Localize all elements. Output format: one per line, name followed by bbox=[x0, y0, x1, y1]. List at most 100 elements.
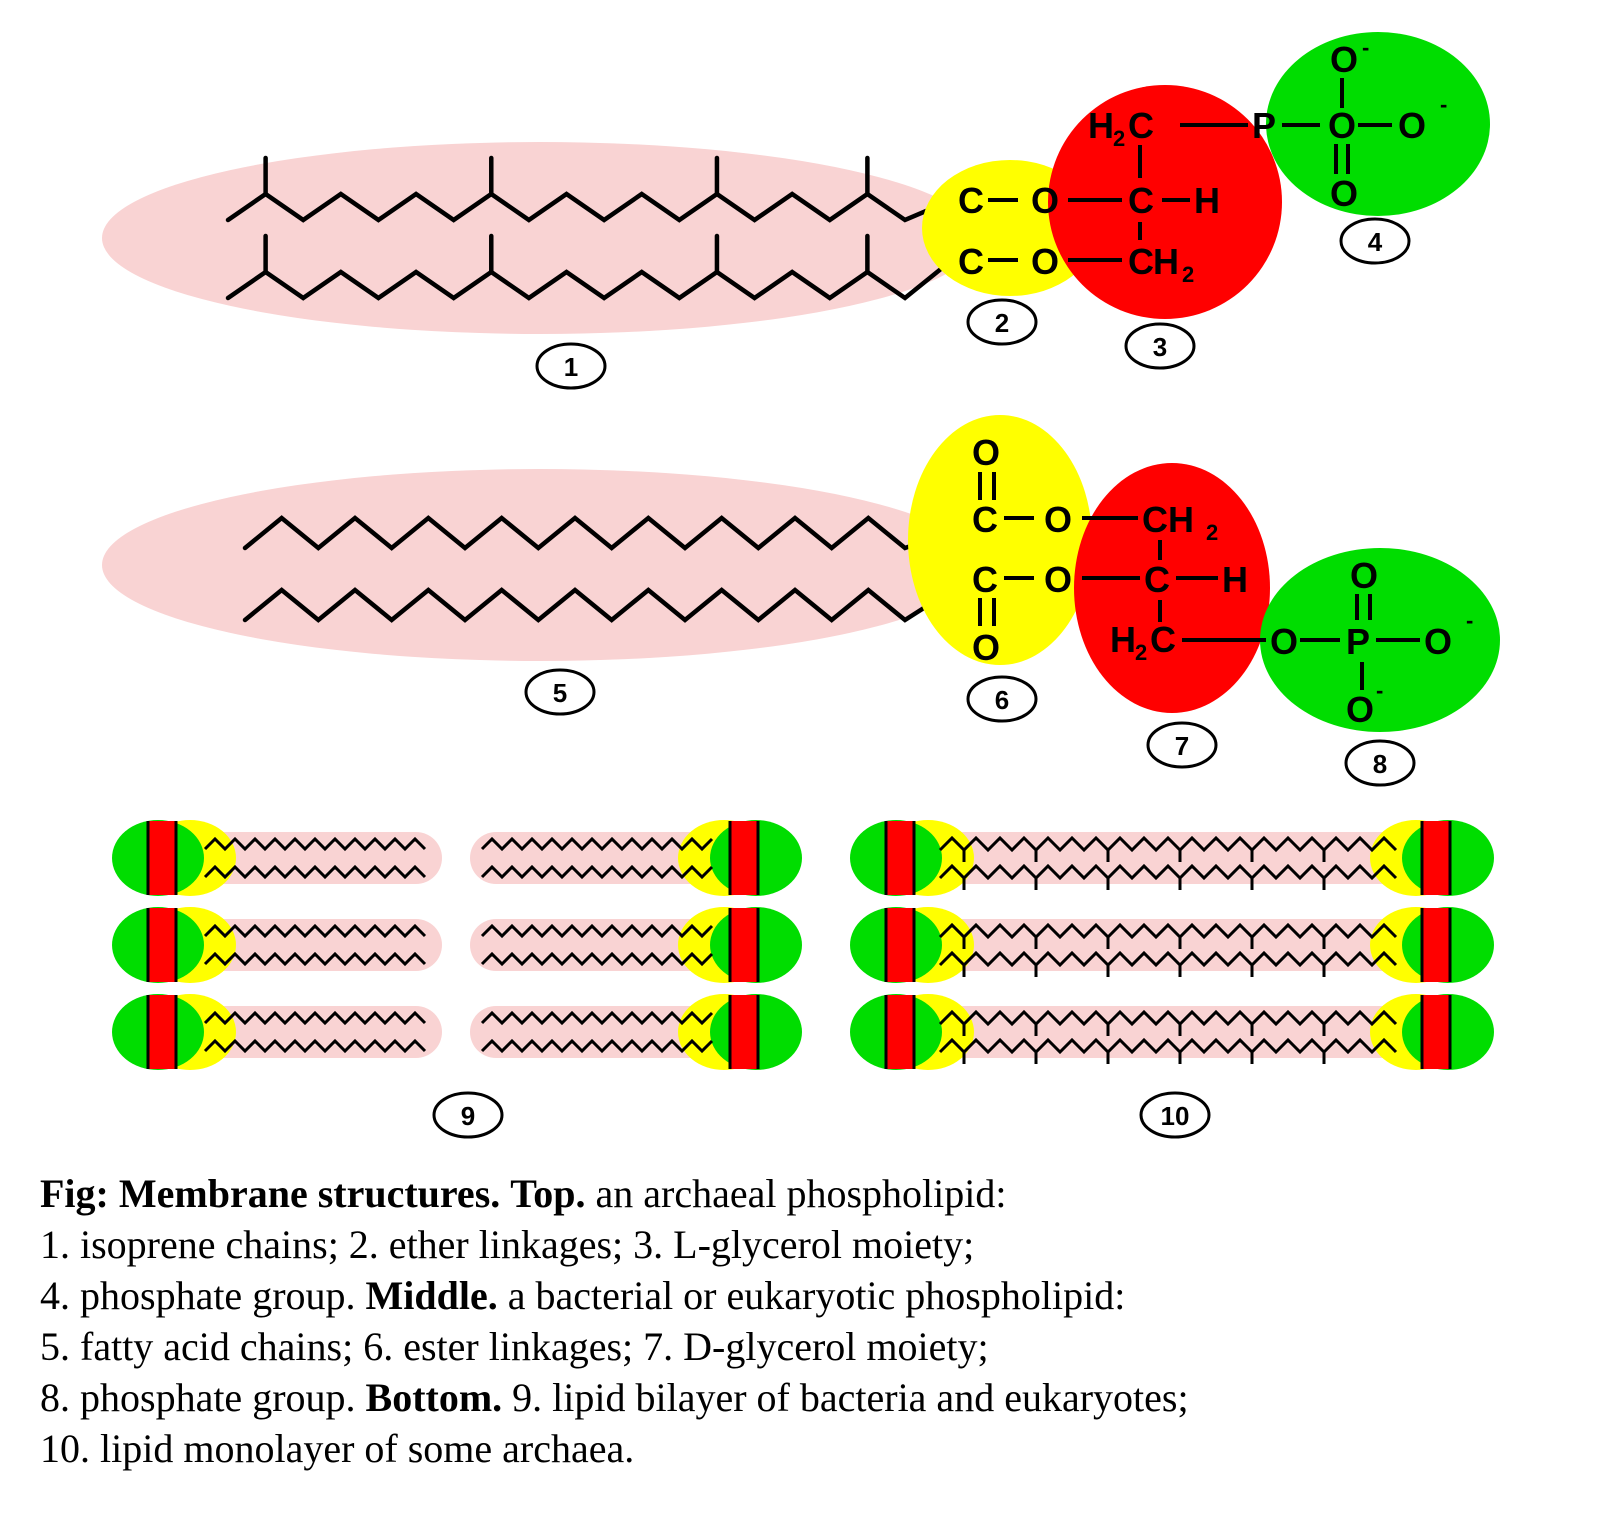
caption-middle-heading: Middle. bbox=[365, 1273, 498, 1318]
glycerol-band bbox=[886, 908, 914, 982]
dglycerol-h2c-h: H bbox=[1110, 619, 1136, 660]
phos-charge-2: - bbox=[1440, 92, 1447, 117]
glycerol-band bbox=[1422, 995, 1450, 1069]
ester-linkage-region bbox=[908, 415, 1092, 665]
caption-top-items: 1. isoprene chains; 2. ether linkages; 3… bbox=[40, 1222, 975, 1267]
tail-region bbox=[180, 919, 442, 971]
glycerol-band bbox=[148, 821, 176, 895]
glycerol-h2c-sub: 2 bbox=[1113, 126, 1125, 151]
glycerol-band bbox=[886, 995, 914, 1069]
phos-o-top: O bbox=[1330, 39, 1358, 80]
dglycerol-h2c-sub: 2 bbox=[1135, 640, 1147, 665]
ether-c2: C bbox=[958, 241, 984, 282]
lipid-bilayer bbox=[112, 820, 802, 1070]
ester-o-carbonyl-1: O bbox=[972, 432, 1000, 473]
hydrocarbon-tail bbox=[480, 836, 714, 852]
glycerol-ch2-h: H bbox=[1153, 241, 1179, 282]
hydrocarbon-tail bbox=[203, 864, 427, 880]
hydrocarbon-tail bbox=[938, 922, 1398, 940]
ether-o1: O bbox=[1031, 180, 1059, 221]
caption-line-2: 1. isoprene chains; 2. ether linkages; 3… bbox=[40, 1219, 1580, 1270]
dglycerol-ch2: CH bbox=[1142, 499, 1194, 540]
glycerol-h2c-c: C bbox=[1128, 105, 1154, 146]
glycerol-band bbox=[886, 821, 914, 895]
dglycerol-c: C bbox=[1144, 559, 1170, 600]
glycerol-band bbox=[148, 995, 176, 1069]
caption-bottom-heading: Bottom. bbox=[365, 1375, 503, 1420]
ester-o1: O bbox=[1044, 499, 1072, 540]
phos-o-bottom: O bbox=[1330, 173, 1358, 214]
glycerol-band bbox=[730, 908, 758, 982]
label-10: 10 bbox=[1161, 1101, 1190, 1131]
isoprene-chain-upper bbox=[225, 191, 955, 223]
glycerol-band bbox=[730, 995, 758, 1069]
mphos-charge-2: - bbox=[1376, 678, 1383, 703]
label-8: 8 bbox=[1373, 749, 1387, 779]
caption-item-9: 9. lipid bilayer of bacteria and eukaryo… bbox=[512, 1375, 1189, 1420]
dglycerol-ch2-sub: 2 bbox=[1206, 520, 1218, 545]
caption-middle-text: a bacterial or eukaryotic phospholipid: bbox=[507, 1273, 1126, 1318]
hydrocarbon-tail bbox=[938, 835, 1398, 853]
hydrocarbon-tail bbox=[203, 1010, 427, 1026]
hydrocarbon-tail bbox=[938, 863, 1398, 881]
label-3: 3 bbox=[1153, 332, 1167, 362]
glycerol-band bbox=[148, 908, 176, 982]
glycerol-band bbox=[730, 821, 758, 895]
ester-o2: O bbox=[1044, 559, 1072, 600]
caption-line-4: 5. fatty acid chains; 6. ester linkages;… bbox=[40, 1321, 1580, 1372]
bacterial-phospholipid: O C O C O O CH 2 C H H 2 C O O P O - bbox=[102, 415, 1500, 787]
caption-line-6: 10. lipid monolayer of some archaea. bbox=[40, 1423, 1580, 1474]
hydrocarbon-tail bbox=[480, 923, 714, 939]
ester-c2: C bbox=[972, 559, 998, 600]
hydrocarbon-tail bbox=[480, 1038, 714, 1054]
phos-o-ester: P bbox=[1252, 105, 1276, 146]
mphos-o-bottom: O bbox=[1346, 689, 1374, 730]
dglycerol-h2c-c: C bbox=[1150, 619, 1176, 660]
caption-item-8: 8. phosphate group. bbox=[40, 1375, 356, 1420]
ether-c1: C bbox=[958, 180, 984, 221]
caption-middle-items: 5. fatty acid chains; 6. ester linkages;… bbox=[40, 1324, 989, 1369]
caption-title: Fig: Membrane structures. bbox=[40, 1171, 501, 1216]
glycerol-region-d bbox=[1074, 463, 1270, 713]
caption-item-10: 10. lipid monolayer of some archaea. bbox=[40, 1426, 635, 1471]
phos-charge-1: - bbox=[1362, 35, 1369, 60]
figure-caption: Fig: Membrane structures. Top. an archae… bbox=[40, 1168, 1580, 1474]
hydrocarbon-tail bbox=[203, 1038, 427, 1054]
tail-region bbox=[180, 832, 442, 884]
caption-item-4: 4. phosphate group. bbox=[40, 1273, 356, 1318]
phos-o-right: O bbox=[1398, 105, 1426, 146]
label-4: 4 bbox=[1368, 227, 1383, 257]
label-2: 2 bbox=[995, 308, 1009, 338]
mphos-charge-1: - bbox=[1466, 608, 1473, 633]
label-1: 1 bbox=[564, 352, 578, 382]
hydrocarbon-tail bbox=[480, 1010, 714, 1026]
mphos-p: P bbox=[1346, 621, 1370, 662]
tail-region bbox=[180, 1006, 442, 1058]
phos-p: O bbox=[1328, 105, 1356, 146]
isoprene-chain-lower bbox=[225, 257, 955, 301]
label-9: 9 bbox=[461, 1101, 475, 1131]
hydrocarbon-tail bbox=[203, 923, 427, 939]
fatty-acid-chain-lower bbox=[242, 587, 955, 623]
dglycerol-h: H bbox=[1222, 559, 1248, 600]
membrane-diagram: C O C O H 2 C C H C H 2 O - P O O - O bbox=[102, 32, 1500, 1139]
ether-o2: O bbox=[1031, 241, 1059, 282]
hydrocarbon-tail bbox=[938, 1037, 1398, 1055]
mphos-o-ester: O bbox=[1270, 621, 1298, 662]
isoprene-branches-lower bbox=[263, 233, 870, 275]
fatty-acid-chain-upper bbox=[242, 515, 955, 551]
label-6: 6 bbox=[995, 685, 1009, 715]
glycerol-band bbox=[1422, 908, 1450, 982]
archaeal-phospholipid: C O C O H 2 C C H C H 2 O - P O O - O bbox=[102, 32, 1490, 390]
glycerol-h2c-h: H bbox=[1088, 105, 1114, 146]
hydrocarbon-tail bbox=[480, 864, 714, 880]
glycerol-ch-c: C bbox=[1128, 180, 1154, 221]
ester-c1: C bbox=[972, 499, 998, 540]
caption-top-text: an archaeal phospholipid: bbox=[595, 1171, 1007, 1216]
isoprene-branches-upper bbox=[263, 155, 870, 197]
caption-line-5: 8. phosphate group. Bottom. 9. lipid bil… bbox=[40, 1372, 1580, 1423]
glycerol-band bbox=[1422, 821, 1450, 895]
caption-line-3: 4. phosphate group. Middle. a bacterial … bbox=[40, 1270, 1580, 1321]
glycerol-ch2-c: C bbox=[1128, 241, 1154, 282]
glycerol-ch2-sub: 2 bbox=[1182, 262, 1194, 287]
